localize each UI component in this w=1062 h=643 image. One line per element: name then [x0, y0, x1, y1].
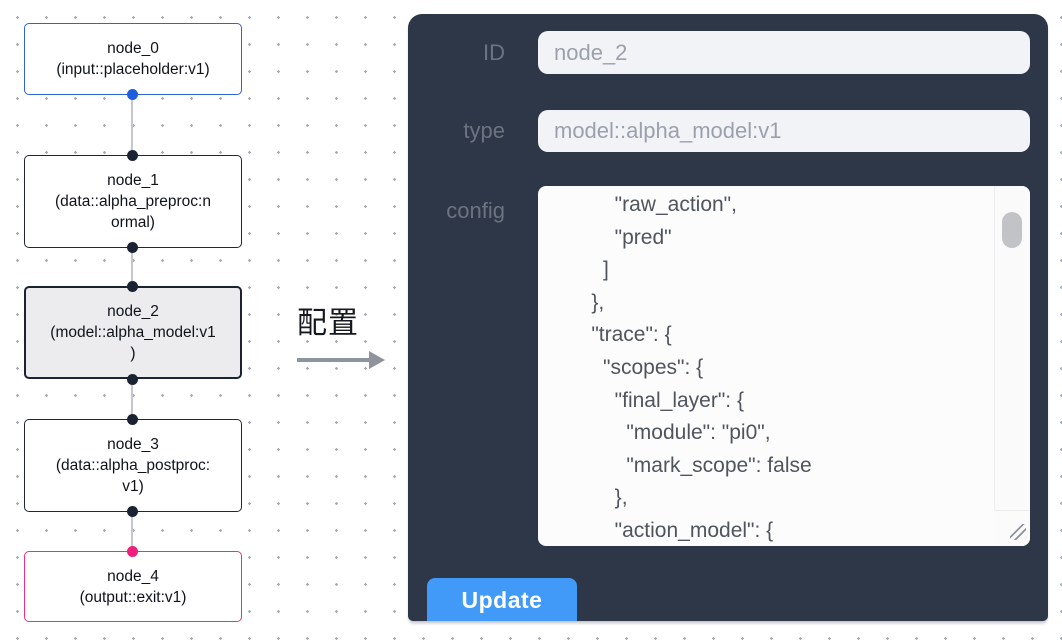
port-node4-input[interactable] [127, 546, 138, 557]
node-title: node_3 [107, 436, 159, 453]
edge-node3-node4 [131, 511, 133, 551]
port-node3-output[interactable] [127, 506, 138, 517]
flow-node-node_1[interactable]: node_1 (data::alpha_preproc:n ormal) [24, 155, 242, 248]
node-type-label: (data::alpha_postproc: v1) [55, 457, 211, 495]
edge-node1-node2 [131, 248, 133, 286]
node-type-label: (data::alpha_preproc:n ormal) [55, 193, 211, 231]
node-title: node_2 [107, 303, 159, 320]
configure-label: 配置 [297, 307, 359, 340]
id-field-label: ID [483, 40, 505, 65]
port-node3-input[interactable] [127, 414, 138, 425]
flow-node-node_0[interactable]: node_0 (input::placeholder:v1) [24, 23, 242, 95]
node-title: node_1 [107, 172, 159, 189]
edge-node0-node1 [131, 95, 133, 155]
config-textarea[interactable]: "raw_action", "pred" ] }, "trace": { "sc… [538, 186, 1030, 546]
config-panel: ID type config "raw_action", "pred" ] },… [408, 14, 1048, 621]
flow-node-node_4[interactable]: node_4 (output::exit:v1) [24, 551, 242, 622]
id-input[interactable] [538, 31, 1030, 74]
node-type-label: (model::alpha_model:v1 ) [50, 324, 216, 362]
port-node2-output[interactable] [127, 374, 138, 385]
flow-node-node_3[interactable]: node_3 (data::alpha_postproc: v1) [24, 419, 242, 512]
config-json-text: "raw_action", "pred" ] }, "trace": { "sc… [591, 193, 812, 542]
edge-node2-node3 [131, 379, 133, 419]
configure-annotation: 配置 [297, 298, 387, 369]
port-node0-output[interactable] [127, 89, 138, 100]
right-arrow-icon [297, 351, 387, 369]
resize-handle-icon[interactable] [1010, 524, 1026, 540]
type-field-label: type [463, 118, 505, 143]
node-title: node_0 [107, 40, 159, 57]
node-title: node_4 [107, 567, 159, 585]
flow-node-node_2-selected[interactable]: node_2 (model::alpha_model:v1 ) [24, 286, 242, 379]
update-button[interactable]: Update [427, 578, 577, 621]
node-type-label: (output::exit:v1) [79, 588, 187, 606]
type-input[interactable] [538, 110, 1030, 152]
node-type-label: (input::placeholder:v1) [56, 61, 210, 78]
port-node2-input[interactable] [127, 281, 138, 292]
port-node1-output[interactable] [127, 242, 138, 253]
config-field-label: config [446, 198, 505, 223]
port-node1-input[interactable] [127, 150, 138, 161]
scrollbar-thumb[interactable] [1002, 212, 1022, 248]
